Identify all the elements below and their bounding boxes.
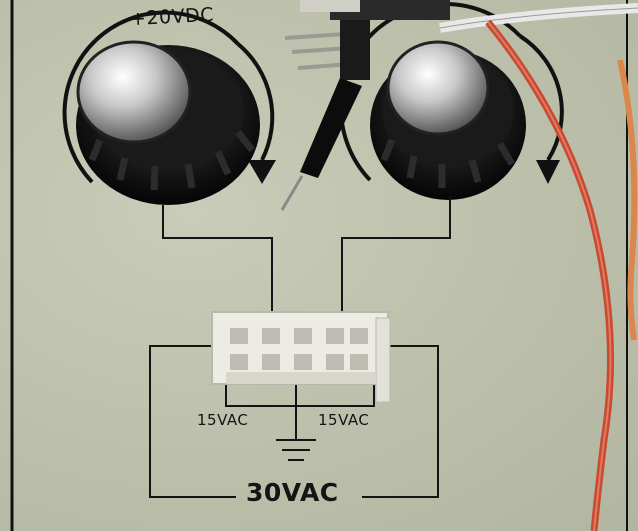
rotation-arrow-icon xyxy=(339,2,564,184)
rotation-arrow-icon xyxy=(62,10,276,184)
five-pin-connector xyxy=(211,311,391,403)
white-wire xyxy=(439,3,638,33)
circuit-traces xyxy=(149,196,451,498)
orange-wire xyxy=(617,59,638,341)
ground-symbol-icon xyxy=(276,439,316,461)
test-probe xyxy=(280,78,362,211)
dc-voltage-label: +20VDC xyxy=(129,3,215,31)
header-pins xyxy=(284,0,450,80)
right-ac-label: 15VAC xyxy=(318,411,370,429)
left-ac-label: 15VAC xyxy=(197,411,249,429)
dc-voltage-knob[interactable] xyxy=(76,40,260,205)
total-ac-label: 30VAC xyxy=(246,478,339,507)
ac-voltage-knob[interactable] xyxy=(370,40,526,200)
